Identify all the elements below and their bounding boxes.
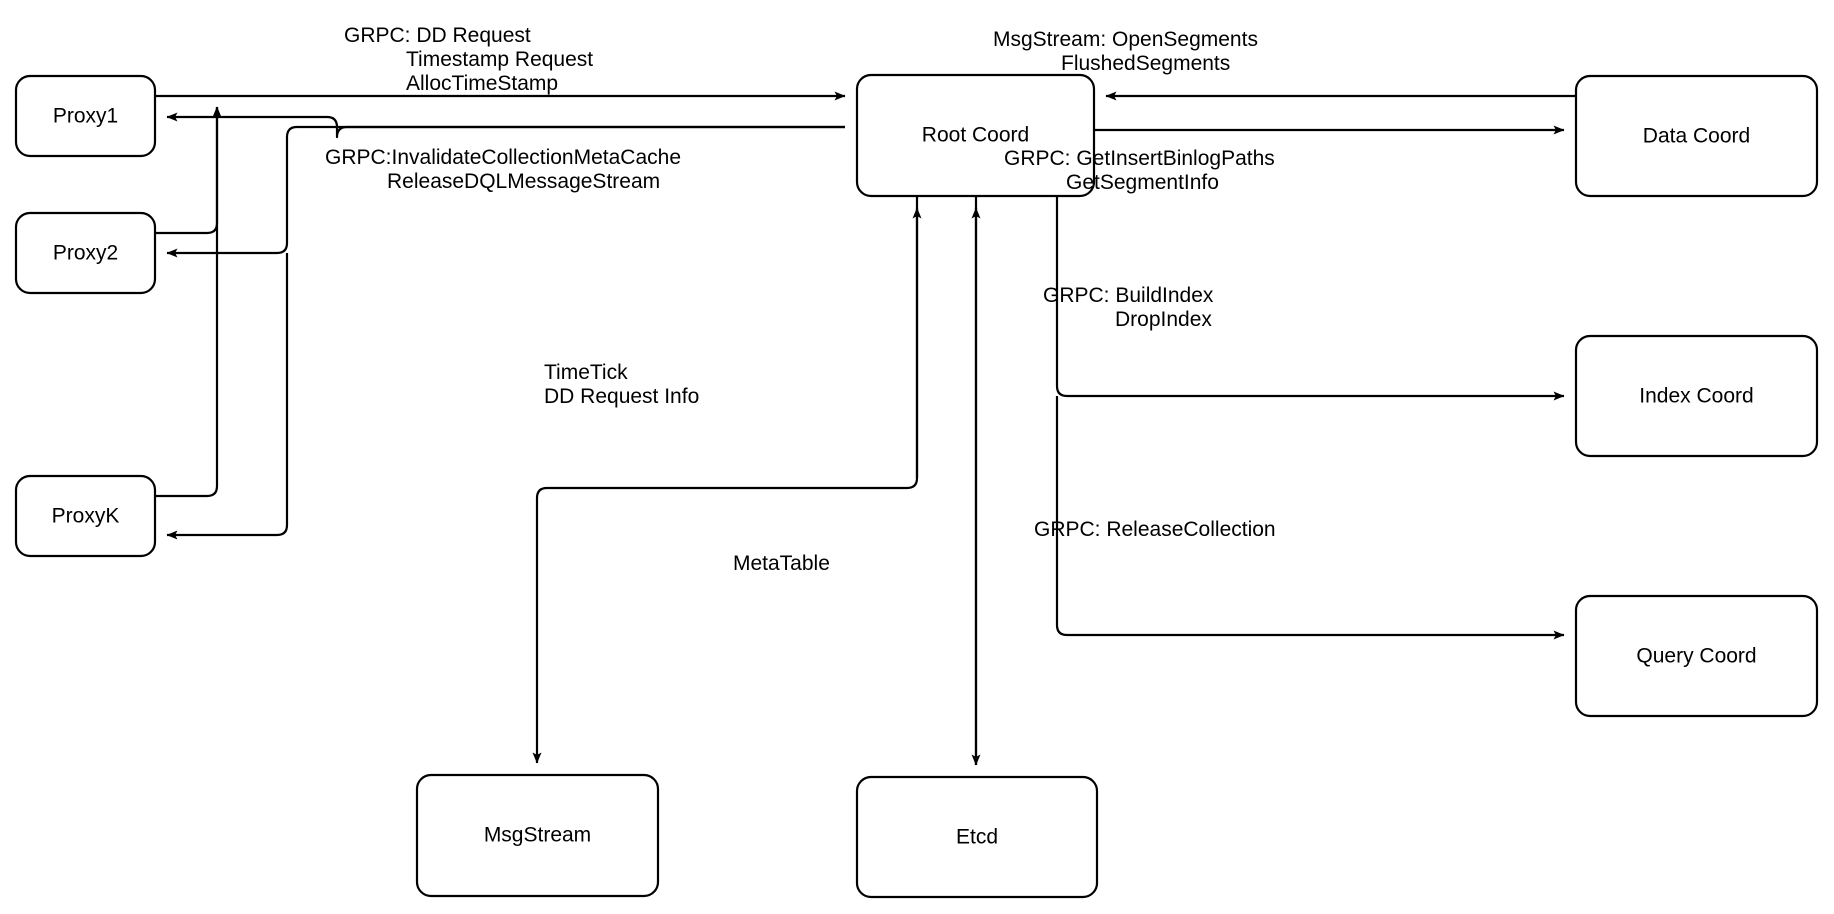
edge-rootcoord-return-bus — [166, 125, 845, 258]
node-etcd-rect[interactable] — [855, 775, 1099, 899]
edge-label-line: DropIndex — [1115, 308, 1212, 331]
node-rootcoord-label: Root Coord — [922, 124, 1029, 147]
edge-label-line: GRPC: BuildIndex — [1043, 284, 1214, 307]
edge-label-line: DD Request Info — [544, 385, 699, 408]
edge-label-rootcoord-to-etcd: MetaTable — [733, 552, 830, 575]
node-datacoord-rect[interactable] — [1574, 74, 1819, 198]
node-rootcoord[interactable]: Root Coord — [855, 73, 1096, 198]
edge-label-rootcoord-to-msgstream: TimeTick DD Request Info — [544, 361, 699, 408]
node-proxyk-rect[interactable] — [14, 474, 157, 558]
edge-label-line: MsgStream: OpenSegments — [993, 28, 1258, 51]
node-datacoord[interactable]: Data Coord — [1574, 74, 1819, 198]
node-etcd-label: Etcd — [956, 826, 998, 849]
edge-label-rootcoord-to-proxy: GRPC:InvalidateCollectionMetaCache Relea… — [325, 146, 681, 193]
edge-label-rootcoord-to-datacoord: GRPC: GetInsertBinlogPaths GetSegmentInf… — [1004, 147, 1275, 194]
edge-label-line: ReleaseDQLMessageStream — [387, 170, 660, 193]
node-querycoord[interactable]: Query Coord — [1574, 594, 1819, 718]
node-proxy2-label: Proxy2 — [53, 242, 118, 265]
node-proxy1-rect[interactable] — [14, 74, 157, 158]
node-msgstream-label: MsgStream — [484, 824, 591, 847]
edge-proxyk-merge-up — [155, 106, 222, 498]
edge-rootcoord-to-indexcoord — [1055, 196, 1565, 401]
edge-rootcoord-to-msgstream — [532, 196, 919, 764]
edge-rootcoord-to-proxyk — [166, 253, 289, 540]
edge-label-line: GetSegmentInfo — [1066, 171, 1219, 194]
node-proxy2[interactable]: Proxy2 — [14, 211, 157, 295]
node-proxy1-label: Proxy1 — [53, 105, 118, 128]
node-proxyk[interactable]: ProxyK — [14, 474, 157, 558]
edge-layer — [155, 91, 1576, 766]
node-rootcoord-rect[interactable] — [855, 73, 1096, 198]
edge-label-line: TimeTick — [544, 361, 628, 384]
node-layer: Proxy1 Proxy2 ProxyK Root Coord Data Coo… — [14, 73, 1819, 899]
node-datacoord-label: Data Coord — [1643, 125, 1750, 148]
edge-rootcoord-to-querycoord — [1055, 396, 1565, 640]
edge-label-line: GRPC:InvalidateCollectionMetaCache — [325, 146, 681, 169]
edge-label-datacoord-to-rootcoord: MsgStream: OpenSegments FlushedSegments — [993, 28, 1258, 75]
node-msgstream[interactable]: MsgStream — [415, 773, 660, 898]
node-proxy2-rect[interactable] — [14, 211, 157, 295]
edge-label-line: GRPC: GetInsertBinlogPaths — [1004, 147, 1275, 170]
node-indexcoord-label: Index Coord — [1639, 385, 1753, 408]
edge-label-proxy-to-rootcoord: GRPC: DD Request Timestamp Request Alloc… — [344, 24, 593, 95]
node-querycoord-rect[interactable] — [1574, 594, 1819, 718]
node-indexcoord[interactable]: Index Coord — [1574, 334, 1819, 458]
edge-proxy2-merge-up — [155, 106, 222, 235]
node-msgstream-rect[interactable] — [415, 773, 660, 898]
edge-label-line: GRPC: DD Request — [344, 24, 531, 47]
edge-label-line: FlushedSegments — [1061, 52, 1230, 75]
node-etcd[interactable]: Etcd — [855, 775, 1099, 899]
edge-label-rootcoord-to-querycoord: GRPC: ReleaseCollection — [1034, 518, 1276, 541]
edge-label-rootcoord-to-indexcoord: GRPC: BuildIndex DropIndex — [1043, 284, 1214, 331]
node-proxyk-label: ProxyK — [52, 505, 120, 528]
edge-label-line: GRPC: ReleaseCollection — [1034, 518, 1276, 541]
node-querycoord-label: Query Coord — [1636, 645, 1756, 668]
edge-label-layer: GRPC: DD Request Timestamp Request Alloc… — [325, 24, 1276, 575]
node-indexcoord-rect[interactable] — [1574, 334, 1819, 458]
edge-label-line: Timestamp Request — [406, 48, 593, 71]
node-proxy1[interactable]: Proxy1 — [14, 74, 157, 158]
edge-label-line: MetaTable — [733, 552, 830, 575]
edge-label-line: AllocTimeStamp — [406, 72, 558, 95]
